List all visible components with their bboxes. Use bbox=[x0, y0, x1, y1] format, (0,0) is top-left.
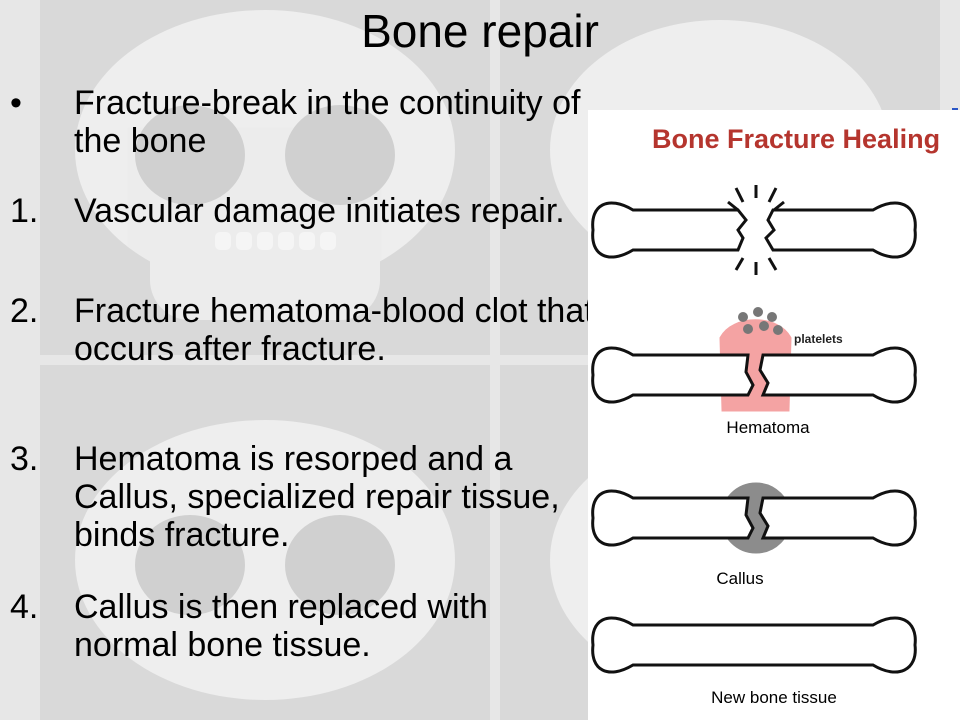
hematoma-bone-left bbox=[591, 346, 755, 404]
bullet-marker: • bbox=[10, 84, 22, 122]
fractured-bone-left bbox=[591, 201, 748, 259]
bullet-marker: 4. bbox=[10, 588, 39, 626]
bullet-marker: 2. bbox=[10, 292, 39, 330]
hematoma-bone-right bbox=[758, 346, 917, 404]
hematoma-label: Hematoma bbox=[650, 418, 886, 438]
bullet-text: Callus is then replaced with normal bone… bbox=[74, 588, 488, 664]
bullet-text: Vascular damage initiates repair. bbox=[74, 192, 565, 230]
bullet-text: Fracture-break in the continuity of the … bbox=[74, 84, 581, 160]
bullet-marker: 1. bbox=[10, 192, 39, 230]
fractured-bone-right bbox=[764, 201, 917, 259]
callus-bone-left bbox=[591, 489, 755, 547]
platelets-label: platelets bbox=[794, 332, 843, 346]
bullet-text: Hematoma is resorped and a Callus, speci… bbox=[74, 440, 560, 554]
callus-bone-right bbox=[758, 489, 917, 547]
platelet-dots bbox=[738, 307, 783, 335]
new-bone-tissue-label: New bone tissue bbox=[674, 688, 874, 708]
callus-label: Callus bbox=[648, 569, 832, 589]
bone-healing-diagram: Bone Fracture Healing platelets Hematoma… bbox=[588, 110, 960, 720]
fracture-burst-lines bbox=[727, 185, 785, 275]
healed-bone bbox=[591, 616, 917, 674]
bullet-marker: 3. bbox=[10, 440, 39, 478]
diagram-title: Bone Fracture Healing bbox=[652, 124, 941, 154]
slide-title: Bone repair bbox=[361, 5, 599, 57]
diagram-drawing bbox=[591, 185, 917, 674]
bullet-text: Fracture hematoma-blood clot that occurs… bbox=[74, 292, 594, 368]
